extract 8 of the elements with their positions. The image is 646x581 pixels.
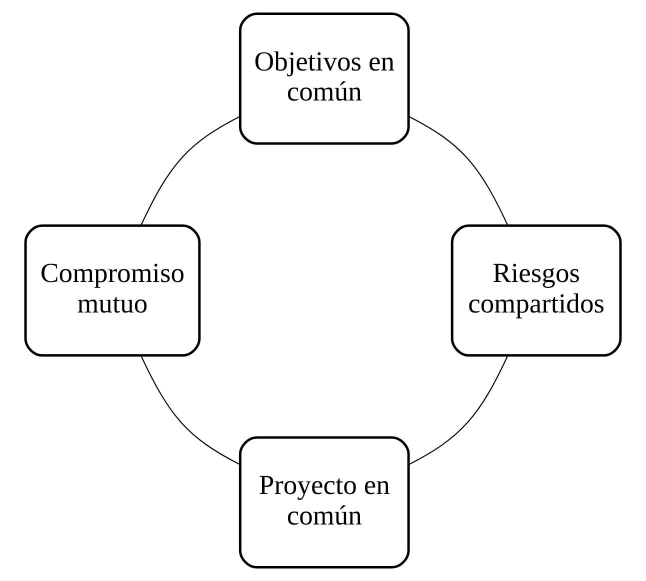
node-box: Objetivos en común xyxy=(238,12,410,145)
node-box: Compromiso mutuo xyxy=(24,224,201,357)
node-box: Riesgos compartidos xyxy=(450,224,622,357)
connector xyxy=(408,355,508,466)
connector xyxy=(140,116,240,226)
node-box: Proyecto en común xyxy=(238,436,410,569)
connector xyxy=(408,116,508,226)
connector xyxy=(140,356,240,465)
